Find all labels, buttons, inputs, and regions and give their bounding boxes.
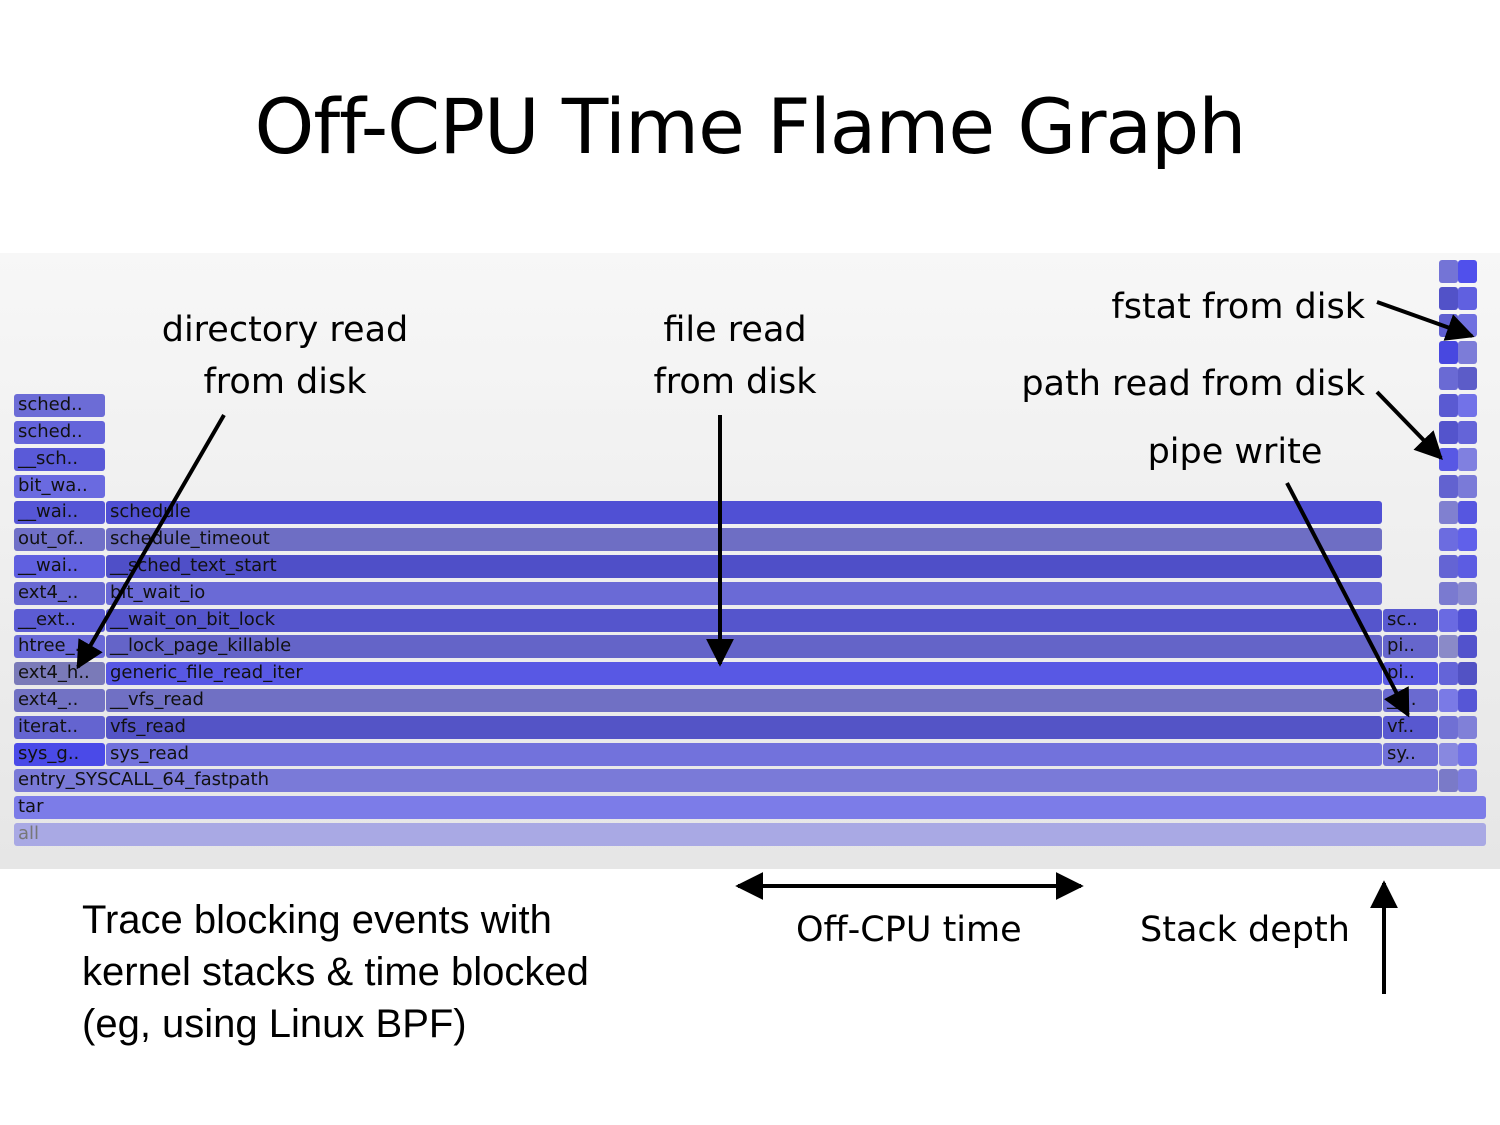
annotation-directory-read-line1: directory read (161, 310, 409, 350)
flame-frame-narrow[interactable] (1458, 367, 1477, 391)
flame-frame-narrow[interactable] (1458, 394, 1477, 418)
flame-frame-narrow[interactable] (1439, 447, 1458, 471)
flame-frame-narrow[interactable] (1439, 689, 1458, 712)
flame-frame-narrow[interactable] (1458, 287, 1477, 310)
flame-frame[interactable]: sc.. (1383, 608, 1438, 632)
flame-frame-narrow[interactable] (1458, 635, 1477, 659)
annotation-file-read-line1: file read (663, 310, 807, 350)
flame-frame-narrow[interactable] (1458, 742, 1477, 766)
flame-frame-narrow[interactable] (1439, 313, 1458, 337)
flame-frame-narrow[interactable] (1458, 260, 1477, 284)
flame-frame-narrow[interactable] (1458, 689, 1477, 712)
flame-frame-narrow[interactable] (1458, 715, 1477, 739)
flame-frame-narrow[interactable] (1439, 501, 1458, 525)
flame-frame-narrow[interactable] (1458, 313, 1477, 337)
flame-frame-narrow[interactable] (1439, 260, 1458, 284)
flame-frame[interactable]: tar (14, 796, 1486, 820)
flame-frame-narrow[interactable] (1439, 394, 1458, 418)
flame-frame[interactable]: __.. (1383, 689, 1438, 712)
flame-frame[interactable]: sched.. (14, 394, 105, 418)
flame-frame[interactable]: __ext.. (14, 608, 105, 632)
flame-frame-narrow[interactable] (1439, 581, 1458, 605)
annotation-file-read-line2: from disk (653, 362, 817, 402)
flame-frame-narrow[interactable] (1439, 608, 1458, 632)
flame-frame-narrow[interactable] (1458, 528, 1477, 552)
flame-frame[interactable]: __wai.. (14, 555, 105, 578)
flame-frame-narrow[interactable] (1458, 421, 1477, 444)
flame-frame-narrow[interactable] (1439, 340, 1458, 364)
flame-frame[interactable]: __wait_on_bit_lock (106, 608, 1382, 632)
flame-frame[interactable]: schedule_timeout (106, 528, 1382, 552)
flame-frame-narrow[interactable] (1439, 287, 1458, 310)
flame-frame[interactable]: __sch.. (14, 447, 105, 471)
flame-frame-narrow[interactable] (1439, 769, 1458, 793)
flame-frame[interactable]: iterat.. (14, 715, 105, 739)
flame-frame-narrow[interactable] (1458, 340, 1477, 364)
flame-frame[interactable]: __wai.. (14, 501, 105, 525)
stack-depth-label: Stack depth (1140, 910, 1350, 950)
flame-frame[interactable]: pi.. (1383, 662, 1438, 686)
flame-frame-narrow[interactable] (1458, 769, 1477, 793)
flame-frame[interactable]: sy.. (1383, 742, 1438, 766)
flame-frame[interactable]: entry_SYSCALL_64_fastpath (14, 769, 1438, 793)
flame-frame[interactable]: sys_read (106, 742, 1382, 766)
flame-frame[interactable]: htree_.. (14, 635, 105, 659)
flame-frame[interactable]: __lock_page_killable (106, 635, 1382, 659)
page-title: Off-CPU Time Flame Graph (254, 82, 1247, 171)
flame-graph-panel: sched.. sched.. __sch.. bit_wa.. __wai.. out_… (0, 253, 1500, 869)
flame-frame[interactable]: __vfs_read (106, 689, 1382, 712)
trace-note: Trace blocking events with kernel stacks… (82, 894, 589, 1050)
annotation-path-read: path read from disk (1021, 364, 1365, 404)
flame-frame-narrow[interactable] (1439, 742, 1458, 766)
flame-frame[interactable]: vf.. (1383, 715, 1438, 739)
flame-frame-narrow[interactable] (1458, 447, 1477, 471)
flame-frame[interactable]: ext4_h.. (14, 662, 105, 686)
flame-frame[interactable]: pi.. (1383, 635, 1438, 659)
flame-frame-narrow[interactable] (1439, 367, 1458, 391)
flame-frame-narrow[interactable] (1439, 528, 1458, 552)
flame-frame-narrow[interactable] (1439, 555, 1458, 578)
flame-frame-narrow[interactable] (1439, 715, 1458, 739)
flame-frame-narrow[interactable] (1458, 501, 1477, 525)
off-cpu-time-label: Off-CPU time (796, 910, 1022, 950)
flame-frame[interactable]: ext4_.. (14, 581, 105, 605)
trace-note-line1: Trace blocking events with (82, 898, 552, 942)
flame-frame[interactable]: __sched_text_start (106, 555, 1382, 578)
flame-frame[interactable]: out_of.. (14, 528, 105, 552)
trace-note-line2: kernel stacks & time blocked (82, 950, 589, 994)
flame-frame[interactable]: all (14, 823, 1486, 846)
flame-frame-narrow[interactable] (1458, 662, 1477, 686)
flame-frame[interactable]: sys_g.. (14, 742, 105, 766)
annotation-file-read: file read from disk (600, 304, 870, 408)
flame-frame-narrow[interactable] (1439, 421, 1458, 444)
flame-frame[interactable]: bit_wa.. (14, 474, 105, 498)
flame-frame-narrow[interactable] (1439, 474, 1458, 498)
flame-frame-narrow[interactable] (1439, 635, 1458, 659)
flame-frame-narrow[interactable] (1458, 581, 1477, 605)
annotation-fstat: fstat from disk (1111, 287, 1365, 327)
flame-frame[interactable]: vfs_read (106, 715, 1382, 739)
annotation-directory-read-line2: from disk (203, 362, 367, 402)
flame-frame[interactable]: bit_wait_io (106, 581, 1382, 605)
flame-frame[interactable]: generic_file_read_iter (106, 662, 1382, 686)
flame-frame[interactable]: schedule (106, 501, 1382, 525)
flame-frame[interactable]: sched.. (14, 421, 105, 444)
flame-frame-narrow[interactable] (1458, 608, 1477, 632)
flame-frame-narrow[interactable] (1458, 474, 1477, 498)
flame-frame-narrow[interactable] (1439, 662, 1458, 686)
flame-frame[interactable]: ext4_.. (14, 689, 105, 712)
flame-frame-narrow[interactable] (1458, 555, 1477, 578)
annotation-directory-read: directory read from disk (140, 304, 430, 408)
trace-note-line3: (eg, using Linux BPF) (82, 1002, 467, 1046)
annotation-pipe-write: pipe write (1147, 432, 1323, 472)
